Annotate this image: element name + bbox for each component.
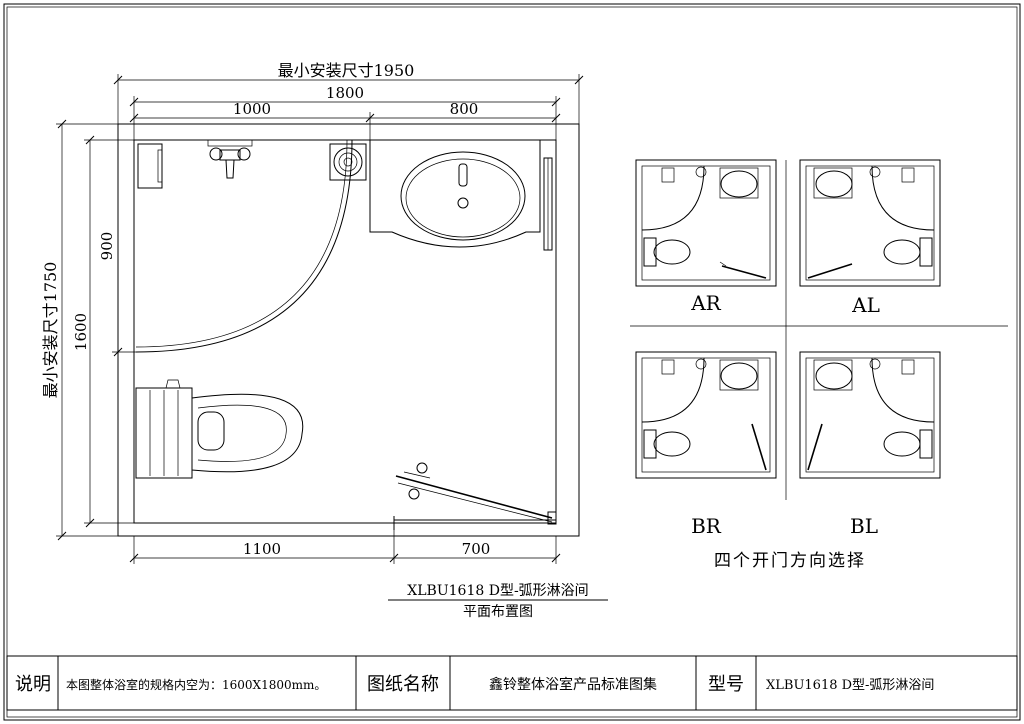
option-label-al: AL	[851, 293, 880, 317]
towel-holder	[137, 143, 163, 189]
dimension-width-800: 800	[450, 100, 479, 118]
shower-door-icon	[393, 462, 557, 530]
sheet-inner-border	[6, 6, 1018, 718]
towel-holder-edge	[157, 149, 163, 183]
option-br-plan	[635, 351, 777, 479]
title-block-model-label: 型号	[708, 674, 744, 695]
sheet-border	[3, 3, 1021, 721]
dimension-width-1100: 1100	[243, 540, 281, 558]
dimension-lines	[56, 74, 584, 564]
dimension-height-1600: 1600	[72, 313, 90, 351]
title-block-notes-label: 说明	[15, 674, 51, 695]
outer-wall	[117, 123, 580, 537]
shower-curved-screen-inner	[135, 139, 348, 348]
dimension-overall-width: 最小安装尺寸1950	[278, 61, 415, 80]
dimension-overall-height: 最小安装尺寸1750	[41, 262, 60, 399]
dimension-labels: 最小安装尺寸1950 1800 1000 800 最小安装尺寸1750 1600…	[41, 61, 490, 558]
dimension-width-1000: 1000	[233, 100, 271, 118]
dimension-width-1800: 1800	[326, 84, 364, 102]
shower-curved-screen	[135, 139, 353, 353]
dimension-width-700: 700	[462, 540, 491, 558]
option-bl-plan	[799, 351, 941, 479]
title-block-drawing-name: 鑫铃整体浴室产品标准图集	[489, 676, 657, 693]
floor-drain-icon	[329, 143, 367, 181]
option-label-br: BR	[691, 514, 722, 538]
plan-title: XLBU1618 D型-弧形淋浴间	[407, 583, 588, 599]
title-block-notes: 本图整体浴室的规格内空为：1600X1800mm。	[66, 677, 326, 692]
main-floor-plan	[117, 123, 580, 537]
option-label-ar: AR	[690, 291, 721, 315]
dimension-height-900: 900	[98, 232, 116, 261]
toilet-icon	[135, 379, 304, 479]
wash-basin-icon	[369, 140, 553, 251]
inner-wall	[133, 139, 557, 524]
plan-subtitle: 平面布置图	[463, 604, 533, 620]
title-block	[6, 655, 1018, 711]
option-ar-plan	[635, 159, 777, 287]
title-block-drawing-label: 图纸名称	[367, 674, 439, 695]
option-al-plan	[799, 159, 941, 287]
title-block-model: XLBU1618 D型-弧形淋浴间	[766, 678, 934, 693]
option-label-bl: BL	[850, 514, 878, 538]
shower-faucet-icon	[207, 139, 253, 179]
option-caption: 四个开门方向选择	[714, 551, 866, 571]
